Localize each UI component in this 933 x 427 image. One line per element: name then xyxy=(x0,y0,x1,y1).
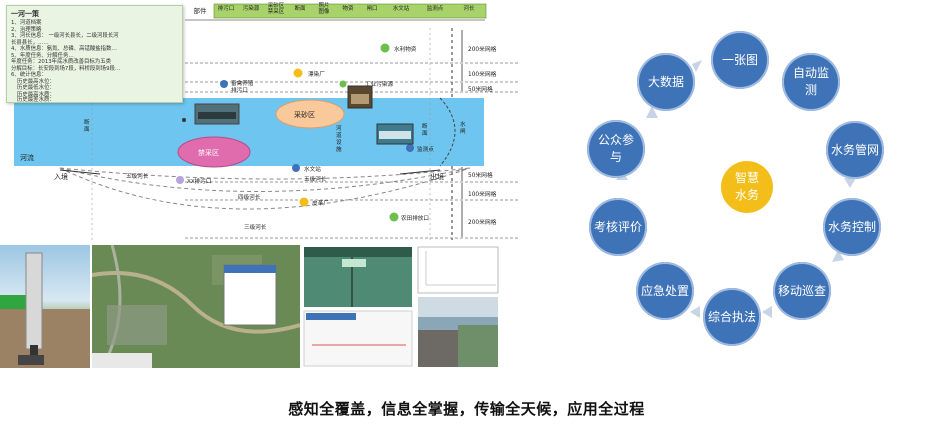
grid-label: 200米网格 xyxy=(468,44,496,53)
river-schematic: 一河一策 1、河道档案 2、治理策略 3、河长信息： 一级河长县长，二级河段长河… xyxy=(0,0,535,245)
no-mining-area-label: 禁采区 xyxy=(198,148,219,158)
panel-title: 一河一策 xyxy=(11,9,39,19)
tab-photo[interactable]: 照片 图像 xyxy=(312,3,336,17)
farm-outlet-label: 农田排放口 xyxy=(401,214,429,222)
level4-river-chief-label: 四级河长 xyxy=(238,193,260,201)
slogan-caption: 感知全覆盖，信息全掌握，传输全天候，应用全过程 xyxy=(0,398,933,419)
cycle-node-one-map[interactable]: 一张图 xyxy=(711,31,769,89)
outlet-label: 出境 xyxy=(430,172,444,182)
sluice-label: 水 闸 xyxy=(460,122,466,136)
cycle-node-big-data[interactable]: 大数据 xyxy=(637,53,695,111)
chart-and-dam-drawing xyxy=(416,245,500,368)
river-facility-label: 河 道 设 施 xyxy=(336,126,342,154)
tab-sand-mining[interactable]: 采砂区 禁采区 xyxy=(264,3,288,17)
inlet-label: 入境 xyxy=(54,172,68,182)
tab-hydrology[interactable]: 水文站 xyxy=(384,6,418,20)
level3-river-chief-label: 三级河长 xyxy=(244,223,266,231)
center-smart-water: 智慧 水务 xyxy=(721,161,773,213)
cycle-node-law-enforcement[interactable]: 综合执法 xyxy=(703,288,761,346)
aquaculture-outlet-label: 畜禽养殖 排污口 xyxy=(231,81,253,95)
industrial-source-label: 工业污染源 xyxy=(365,80,393,88)
grid-label: 50米网格 xyxy=(468,84,493,93)
level5-river-chief-label-2: 五级河长 xyxy=(304,175,326,183)
chart-and-dam-screenshot xyxy=(416,245,500,368)
grid-label: 100米网格 xyxy=(468,189,496,198)
water-material-label: 水利物资 xyxy=(394,45,416,53)
satellite-map-screenshot xyxy=(92,245,300,368)
tab-monitoring[interactable]: 监测点 xyxy=(418,6,452,20)
xx-outlet-label: XX排污口 xyxy=(187,177,211,185)
satellite-map-drawing xyxy=(92,245,300,368)
grid-label: 50米网格 xyxy=(468,170,493,179)
tab-pollution-source[interactable]: 污染源 xyxy=(238,6,264,20)
river-label: 河流 xyxy=(20,153,34,163)
grid-label: 200米网格 xyxy=(468,217,496,226)
cycle-node-auto-monitor[interactable]: 自动监 测 xyxy=(782,53,840,111)
tab-outfall[interactable]: 排污口 xyxy=(214,6,238,20)
tab-river-chief[interactable]: 河长 xyxy=(452,6,486,20)
upstream-section-label: 断 面 xyxy=(84,120,90,134)
leather-factory-label: 皮革厂 xyxy=(312,199,329,207)
dye-plant-label: 漂染厂 xyxy=(308,70,325,78)
cycle-node-pipe-network[interactable]: 水务管网 xyxy=(826,121,884,179)
cycle-node-emergency[interactable]: 应急处置 xyxy=(636,262,694,320)
grid-label: 100米网格 xyxy=(468,69,496,78)
tab-component[interactable]: 部件 xyxy=(186,8,214,22)
sensor-station-drawing xyxy=(0,245,90,368)
tab-section[interactable]: 断面 xyxy=(288,6,312,20)
sensor-station-photo xyxy=(0,245,90,368)
panel-line: 历史最差水质： xyxy=(17,97,55,104)
hydrology-station-label: 水文站 xyxy=(304,165,321,173)
tab-sluice[interactable]: 闸口 xyxy=(360,6,384,20)
sand-mining-area-label: 采砂区 xyxy=(294,110,315,120)
monitoring-dashboard-drawing xyxy=(302,245,414,368)
cycle-node-public-participation[interactable]: 公众参 与 xyxy=(587,120,645,178)
river-policy-panel: 一河一策 1、河道档案 2、治理策略 3、河长信息： 一级河长县长，二级河段长河… xyxy=(6,5,183,103)
monitoring-point-label: 监测点 xyxy=(417,145,434,153)
cycle-node-water-control[interactable]: 水务控制 xyxy=(823,198,881,256)
cycle-node-assessment[interactable]: 考核评价 xyxy=(589,198,647,256)
monitoring-dashboard-screenshot xyxy=(302,245,414,368)
downstream-section-label: 断 面 xyxy=(422,124,428,138)
cycle-node-mobile-patrol[interactable]: 移动巡查 xyxy=(773,262,831,320)
level5-river-chief-label: 五级河长 xyxy=(126,172,148,180)
tab-materials[interactable]: 物资 xyxy=(336,6,360,20)
